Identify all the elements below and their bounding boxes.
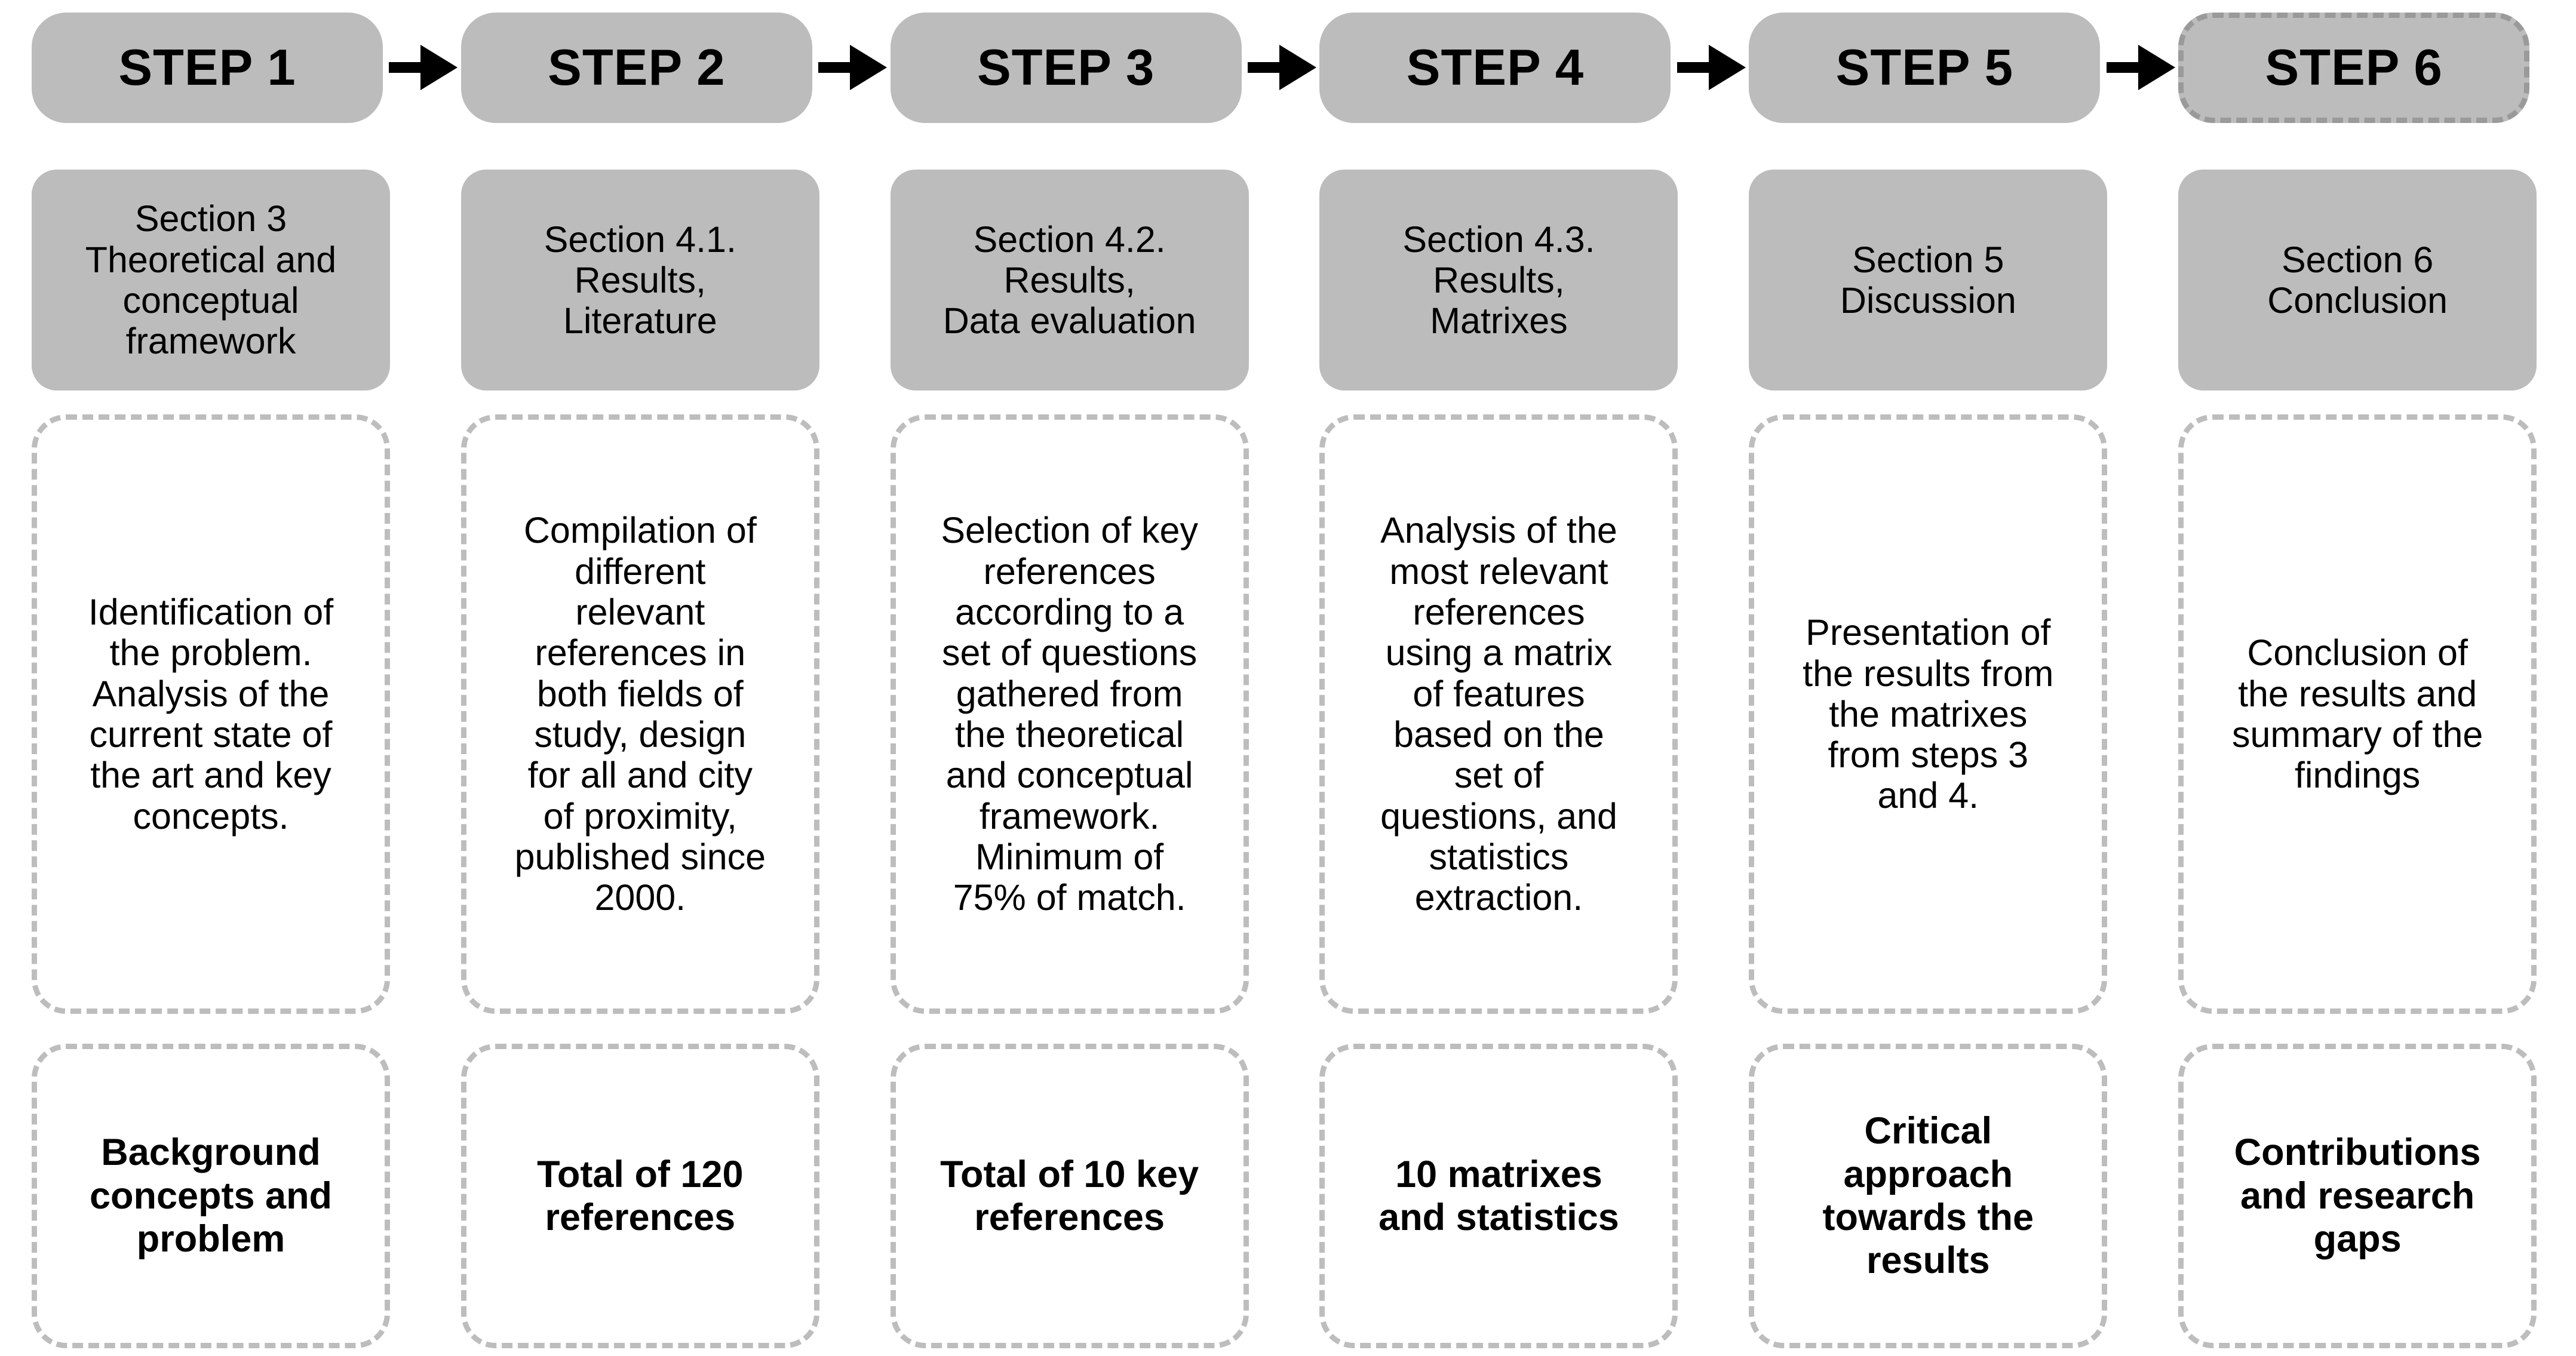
outcome-text-5: Critical approach towards the results bbox=[1822, 1110, 2034, 1282]
section-text-5: Section 5 Discussion bbox=[1840, 239, 2016, 321]
arrow-head bbox=[1279, 45, 1316, 90]
step-pill-4[interactable]: STEP 4 bbox=[1319, 12, 1671, 123]
outcome-text-6: Contributions and research gaps bbox=[2234, 1131, 2481, 1260]
arrow-shaft bbox=[818, 62, 854, 73]
outcome-cell-1: Background concepts and problem bbox=[0, 1044, 429, 1348]
step-label-5: STEP 5 bbox=[1835, 39, 2013, 96]
step-pill-2[interactable]: STEP 2 bbox=[460, 12, 812, 123]
section-cell-1: Section 3 Theoretical and conceptual fra… bbox=[0, 170, 429, 390]
outcome-text-3: Total of 10 key references bbox=[940, 1153, 1199, 1238]
description-cell-1: Identification of the problem. Analysis … bbox=[0, 414, 429, 1014]
section-text-3: Section 4.2. Results, Data evaluation bbox=[942, 219, 1196, 342]
description-text-4: Analysis of the most relevant references… bbox=[1380, 510, 1617, 918]
outcome-box-3[interactable]: Total of 10 key references bbox=[890, 1044, 1249, 1348]
section-box-5[interactable]: Section 5 Discussion bbox=[1749, 170, 2108, 390]
arrow-head bbox=[420, 45, 458, 90]
description-box-5[interactable]: Presentation of the results from the mat… bbox=[1749, 414, 2108, 1014]
arrow-shaft bbox=[1677, 62, 1713, 73]
description-cell-6: Conclusion of the results and summary of… bbox=[2147, 414, 2576, 1014]
description-text-3: Selection of key references according to… bbox=[941, 510, 1198, 918]
step-pill-5[interactable]: STEP 5 bbox=[1749, 12, 2101, 123]
outcome-cell-2: Total of 120 references bbox=[429, 1044, 859, 1348]
description-box-1[interactable]: Identification of the problem. Analysis … bbox=[32, 414, 390, 1014]
section-cell-6: Section 6 Conclusion bbox=[2147, 170, 2576, 390]
description-cell-3: Selection of key references according to… bbox=[859, 414, 1288, 1014]
step-label-4: STEP 4 bbox=[1406, 39, 1585, 96]
step-pill-6[interactable]: STEP 6 bbox=[2178, 12, 2530, 123]
outcome-box-6[interactable]: Contributions and research gaps bbox=[2178, 1044, 2537, 1348]
description-cell-5: Presentation of the results from the mat… bbox=[1717, 414, 2147, 1014]
arrow-shaft bbox=[2107, 62, 2142, 73]
arrow-head bbox=[850, 45, 887, 90]
outcome-box-4[interactable]: 10 matrixes and statistics bbox=[1319, 1044, 1678, 1348]
sections-row: Section 3 Theoretical and conceptual fra… bbox=[0, 170, 2576, 390]
outcome-text-2: Total of 120 references bbox=[537, 1153, 744, 1238]
outcome-text-1: Background concepts and problem bbox=[89, 1131, 333, 1260]
step-pill-3[interactable]: STEP 3 bbox=[890, 12, 1242, 123]
outcome-text-4: 10 matrixes and statistics bbox=[1378, 1153, 1619, 1238]
section-text-2: Section 4.1. Results, Literature bbox=[544, 219, 736, 342]
section-box-3[interactable]: Section 4.2. Results, Data evaluation bbox=[890, 170, 1249, 390]
section-box-2[interactable]: Section 4.1. Results, Literature bbox=[460, 170, 819, 390]
step-label-6: STEP 6 bbox=[2265, 39, 2443, 96]
section-text-1: Section 3 Theoretical and conceptual fra… bbox=[85, 198, 337, 362]
step-cell-5: STEP 5 bbox=[1717, 11, 2147, 124]
description-cell-2: Compilation of different relevant refere… bbox=[429, 414, 859, 1014]
outcome-cell-6: Contributions and research gaps bbox=[2147, 1044, 2576, 1348]
step-label-3: STEP 3 bbox=[977, 39, 1155, 96]
step-label-1: STEP 1 bbox=[118, 39, 296, 96]
description-box-4[interactable]: Analysis of the most relevant references… bbox=[1319, 414, 1678, 1014]
step-cell-6: STEP 6 bbox=[2147, 11, 2576, 124]
outcome-box-5[interactable]: Critical approach towards the results bbox=[1749, 1044, 2108, 1348]
section-box-4[interactable]: Section 4.3. Results, Matrixes bbox=[1319, 170, 1678, 390]
section-cell-3: Section 4.2. Results, Data evaluation bbox=[859, 170, 1288, 390]
step-cell-1: STEP 1 bbox=[0, 11, 429, 124]
outcome-cell-3: Total of 10 key references bbox=[859, 1044, 1288, 1348]
descriptions-row: Identification of the problem. Analysis … bbox=[0, 414, 2576, 1014]
outcomes-row: Background concepts and problem Total of… bbox=[0, 1044, 2576, 1348]
section-text-6: Section 6 Conclusion bbox=[2267, 239, 2448, 321]
description-text-2: Compilation of different relevant refere… bbox=[514, 510, 766, 918]
description-text-6: Conclusion of the results and summary of… bbox=[2231, 632, 2483, 796]
step-label-2: STEP 2 bbox=[548, 39, 726, 96]
steps-row: STEP 1 STEP 2 STEP 3 STEP 4 STEP 5 STEP bbox=[0, 11, 2576, 124]
description-cell-4: Analysis of the most relevant references… bbox=[1288, 414, 1717, 1014]
description-text-1: Identification of the problem. Analysis … bbox=[88, 592, 334, 837]
section-box-6[interactable]: Section 6 Conclusion bbox=[2178, 170, 2537, 390]
outcome-cell-4: 10 matrixes and statistics bbox=[1288, 1044, 1717, 1348]
step-cell-4: STEP 4 bbox=[1288, 11, 1717, 124]
arrow-head bbox=[1709, 45, 1746, 90]
section-box-1[interactable]: Section 3 Theoretical and conceptual fra… bbox=[32, 170, 390, 390]
description-text-5: Presentation of the results from the mat… bbox=[1803, 612, 2054, 816]
section-cell-4: Section 4.3. Results, Matrixes bbox=[1288, 170, 1717, 390]
outcome-box-1[interactable]: Background concepts and problem bbox=[32, 1044, 390, 1348]
outcome-cell-5: Critical approach towards the results bbox=[1717, 1044, 2147, 1348]
step-cell-3: STEP 3 bbox=[859, 11, 1288, 124]
arrow-head bbox=[2138, 45, 2175, 90]
section-cell-2: Section 4.1. Results, Literature bbox=[429, 170, 859, 390]
arrow-shaft bbox=[1248, 62, 1284, 73]
arrow-shaft bbox=[389, 62, 425, 73]
section-cell-5: Section 5 Discussion bbox=[1717, 170, 2147, 390]
description-box-6[interactable]: Conclusion of the results and summary of… bbox=[2178, 414, 2537, 1014]
outcome-box-2[interactable]: Total of 120 references bbox=[460, 1044, 819, 1348]
step-cell-2: STEP 2 bbox=[429, 11, 859, 124]
step-pill-1[interactable]: STEP 1 bbox=[32, 12, 383, 123]
description-box-2[interactable]: Compilation of different relevant refere… bbox=[460, 414, 819, 1014]
description-box-3[interactable]: Selection of key references according to… bbox=[890, 414, 1249, 1014]
section-text-4: Section 4.3. Results, Matrixes bbox=[1402, 219, 1595, 342]
